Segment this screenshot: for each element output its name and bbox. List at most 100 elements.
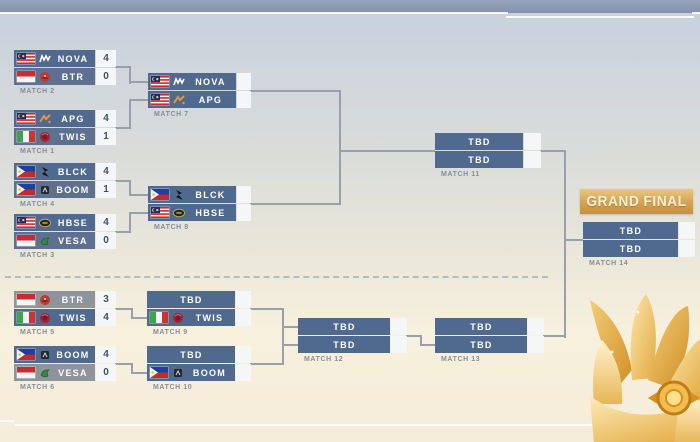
match-label: MATCH 14 — [589, 260, 629, 267]
malaysia-flag — [151, 207, 169, 218]
match-label: MATCH 12 — [304, 356, 344, 363]
team-cell: VESA — [14, 232, 95, 249]
team-name: NOVA — [57, 53, 89, 64]
philippines-flag — [150, 367, 168, 378]
apg-logo — [173, 94, 185, 106]
score-box — [236, 346, 251, 363]
match-label: MATCH 4 — [20, 201, 55, 208]
score-box: 0 — [96, 68, 116, 85]
team-row-tbd[interactable]: TBD — [435, 133, 541, 150]
team-row-tbd[interactable]: TBD — [147, 291, 251, 308]
team-row-nova[interactable]: NOVA 4 — [14, 50, 116, 67]
score-box — [236, 364, 251, 381]
team-cell: TBD — [583, 240, 678, 257]
team-name: BLCK — [195, 189, 226, 200]
team-cell: BTR — [14, 291, 95, 308]
score-box — [391, 336, 407, 353]
match-label: MATCH 9 — [153, 329, 188, 336]
malaysia-flag — [151, 76, 169, 87]
match-label: MATCH 2 — [20, 88, 55, 95]
team-row-tbd[interactable]: TBD — [147, 346, 251, 363]
team-row-twis[interactable]: TWIS — [147, 309, 251, 326]
score-box: 4 — [96, 50, 116, 67]
team-cell: BOOM — [14, 181, 95, 198]
score-box — [524, 133, 541, 150]
bracket-connector-line — [129, 98, 131, 129]
team-row-vesa[interactable]: VESA 0 — [14, 232, 116, 249]
team-name: NOVA — [195, 76, 226, 87]
btr-logo — [39, 71, 51, 83]
bracket-connector-line — [131, 316, 147, 319]
score-box — [236, 291, 251, 308]
match-label: MATCH 3 — [20, 252, 55, 259]
bracket-connector-line — [420, 335, 422, 346]
italy-flag — [17, 312, 35, 323]
bracket-connector-line — [129, 66, 131, 84]
team-row-hbse[interactable]: HBSE — [148, 204, 251, 221]
philippines-flag — [17, 184, 35, 195]
bracket-connector-line — [339, 89, 341, 205]
team-row-tbd[interactable]: TBD — [298, 336, 407, 353]
team-cell: TWIS — [14, 309, 95, 326]
team-name: HBSE — [57, 217, 89, 228]
score-box: 4 — [96, 214, 116, 231]
team-row-tbd[interactable]: TBD — [298, 318, 407, 335]
team-row-apg[interactable]: APG — [148, 91, 251, 108]
indonesia-flag — [17, 235, 35, 246]
team-row-tbd[interactable]: TBD — [583, 240, 695, 257]
bracket-connector-line — [115, 362, 131, 365]
team-row-blck[interactable]: BLCK — [148, 186, 251, 203]
top-divider-line-end — [692, 12, 700, 14]
team-row-tbd[interactable]: TBD — [583, 222, 695, 239]
score-box: 1 — [96, 181, 116, 198]
team-row-tbd[interactable]: TBD — [435, 318, 544, 335]
team-row-nova[interactable]: NOVA — [148, 73, 251, 90]
hbse-logo — [39, 217, 51, 229]
bracket-connector-line — [115, 66, 129, 68]
bracket-connector-line — [420, 343, 435, 346]
team-row-tbd[interactable]: TBD — [435, 336, 544, 353]
team-cell: BLCK — [148, 186, 236, 203]
score-box — [528, 318, 544, 335]
bracket-connector-line — [115, 307, 131, 310]
team-cell: TBD — [435, 318, 527, 335]
btr-logo — [39, 294, 51, 306]
score-box: 0 — [96, 232, 116, 249]
bracket-connector-line — [250, 202, 339, 205]
team-name: APG — [61, 113, 85, 124]
bracket-connector-line — [282, 307, 284, 365]
team-name: TBD — [619, 243, 643, 254]
team-row-hbse[interactable]: HBSE 4 — [14, 214, 116, 231]
team-name: BOOM — [56, 349, 90, 360]
bracket-connector-line — [129, 211, 131, 233]
team-name: BTR — [61, 294, 85, 305]
malaysia-flag — [151, 94, 169, 105]
team-cell: BOOM — [147, 364, 235, 381]
top-band — [0, 0, 700, 13]
score-box — [237, 91, 251, 108]
top-divider-line — [0, 12, 508, 14]
bracket-connector-line — [131, 362, 133, 374]
team-name: VESA — [58, 235, 88, 246]
match-label: MATCH 10 — [153, 384, 193, 391]
team-name: HBSE — [195, 207, 226, 218]
score-box — [237, 204, 251, 221]
score-box — [528, 336, 544, 353]
bracket-connector-line — [406, 335, 420, 337]
team-name: TBD — [333, 321, 356, 332]
team-row-boom[interactable]: BOOM — [147, 364, 251, 381]
team-cell: TBD — [583, 222, 678, 239]
blck-logo — [39, 166, 51, 178]
team-row-tbd[interactable]: TBD — [435, 151, 541, 168]
